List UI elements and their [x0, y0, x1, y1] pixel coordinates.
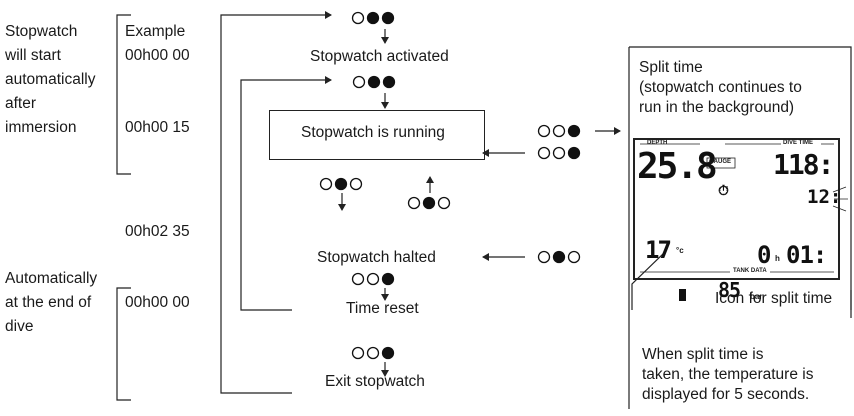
tank-unit: bar: [750, 292, 763, 301]
bracket-end: [116, 287, 131, 401]
loop-exit-to-start: [220, 11, 332, 394]
state-activated: Stopwatch activated: [310, 48, 449, 65]
tank-value: 85: [718, 278, 741, 302]
flash-rays: [832, 186, 848, 212]
depth-value: 25.8: [637, 146, 718, 187]
time-value: 00h00 00: [125, 294, 190, 311]
split-panel-frame: [629, 46, 852, 310]
temperature-unit: °c: [676, 246, 684, 255]
elapsed-hours: 0: [757, 241, 772, 269]
tank-label: TANK DATA: [733, 268, 767, 274]
split-seconds: 12:: [807, 186, 842, 208]
start-note-line: will start: [5, 47, 61, 64]
end-note-line: at the end of: [5, 294, 92, 311]
icon-caption: Icon for split time: [715, 290, 833, 307]
start-note-line: Stopwatch: [5, 23, 78, 40]
divetime-label: DIVE TIME: [783, 140, 814, 146]
state-halted: Stopwatch halted: [317, 249, 436, 266]
start-note-line: after: [5, 95, 37, 112]
end-note-line: Automatically: [5, 270, 98, 287]
state-running: Stopwatch is running: [301, 124, 445, 141]
state-reset: Time reset: [346, 300, 419, 317]
button-indicators: [319, 11, 581, 360]
end-note-line: dive: [5, 318, 34, 335]
lcd-frame: [633, 138, 840, 280]
split-note-line: When split time is: [642, 346, 764, 363]
stopwatch-icon: ⏱: [718, 183, 729, 199]
split-subtitle-line: run in the background): [639, 99, 795, 116]
elapsed-minutes: 01:: [786, 241, 827, 269]
state-exit: Exit stopwatch: [325, 373, 425, 390]
loop-reset-to-activated: [240, 76, 332, 311]
time-value: 00h00 00: [125, 47, 190, 64]
start-note-line: immersion: [5, 119, 77, 136]
tank-icon: [679, 289, 686, 301]
time-value: 00h00 15: [125, 119, 190, 136]
bracket-start: [116, 14, 131, 175]
state-running-box: [269, 110, 485, 160]
split-title: Split time: [639, 59, 703, 76]
hour-unit: h: [775, 254, 780, 263]
start-note-line: automatically: [5, 71, 96, 88]
divetime-value: 118:: [773, 148, 834, 181]
depth-label: DEPTH: [647, 140, 668, 146]
split-note-line: taken, the temperature is: [642, 366, 814, 383]
temperature-pointer: [631, 251, 666, 310]
temperature-value: 17: [645, 236, 672, 264]
example-label: Example: [125, 23, 186, 40]
time-value: 00h02 35: [125, 223, 190, 240]
split-note-line: displayed for 5 seconds.: [642, 386, 810, 403]
gauge-label: GAUGE: [709, 159, 732, 165]
split-subtitle-line: (stopwatch continues to: [639, 79, 802, 96]
